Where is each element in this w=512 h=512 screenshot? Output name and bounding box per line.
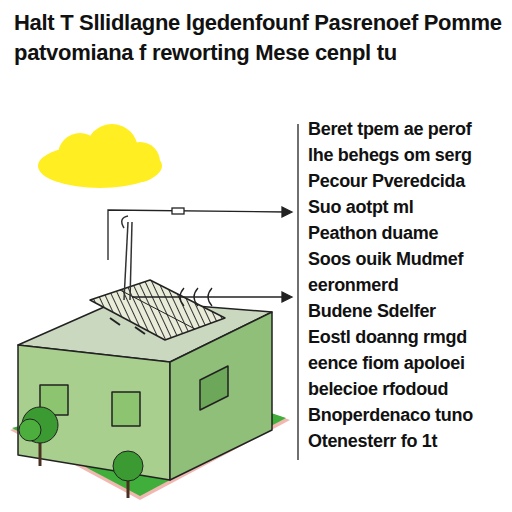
side-note: eeronmerd: [308, 274, 398, 296]
sun-cloud: [38, 124, 162, 188]
side-note: Soos ouik Mudmef: [308, 248, 463, 270]
side-note: eence fiom apoloei: [308, 352, 465, 374]
side-note: Budene Sdelfer: [308, 300, 436, 322]
side-note: lhe behegs om serg: [308, 144, 472, 166]
side-note: Eostl doanng rmgd: [308, 326, 467, 348]
side-note: belecioe rfodoud: [308, 378, 448, 400]
side-note: Pecour Pveredcida: [308, 170, 465, 192]
side-note: Otenesterr fo 1t: [308, 430, 437, 452]
building: [18, 280, 272, 480]
side-note: Beret tpem ae perof: [308, 118, 471, 140]
side-note: Bnoperdenaco tuno: [308, 404, 473, 426]
diagram-title: Halt T Sllidlagne lgedenfounf Pasrenoef …: [14, 8, 502, 68]
arrows: [108, 207, 292, 306]
side-note: Peathon duame: [308, 222, 438, 244]
antenna: [122, 216, 132, 300]
divider-line: [297, 124, 298, 460]
side-note: Suo aotpt ml: [308, 196, 413, 218]
trees: [19, 407, 143, 498]
